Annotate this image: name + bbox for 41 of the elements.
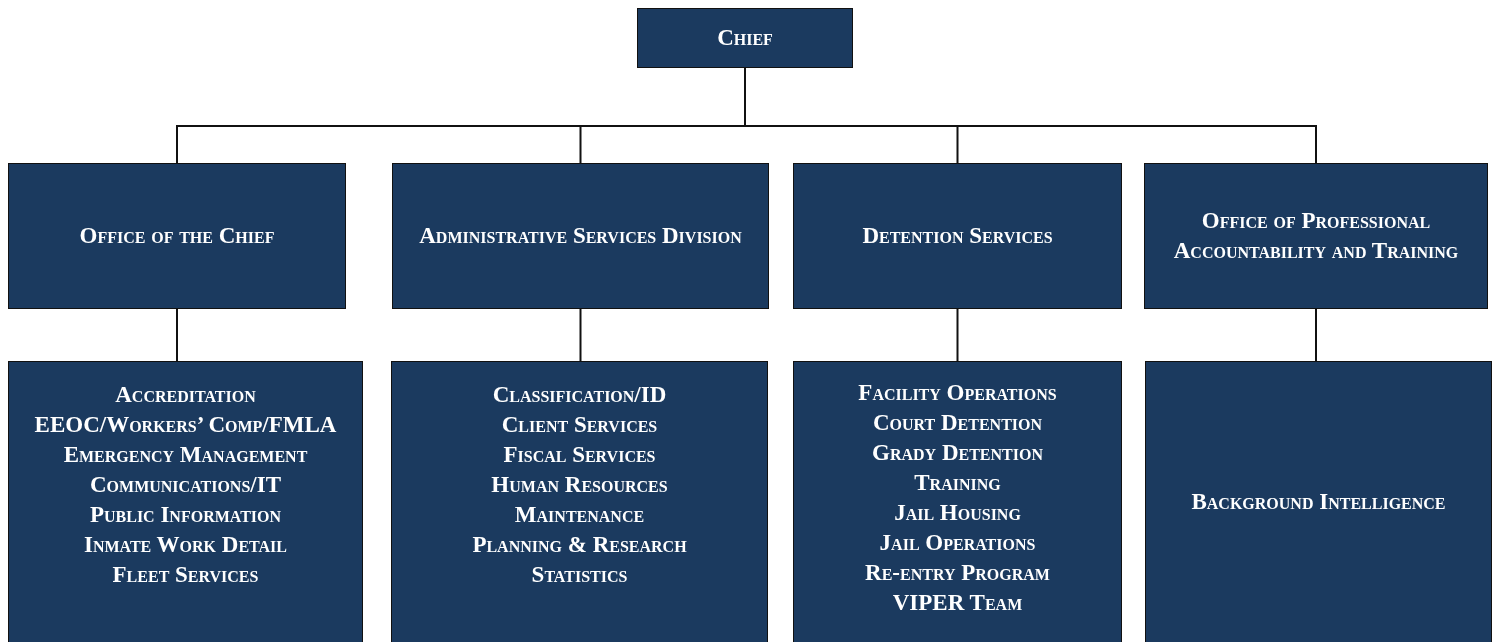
unit-name: Fleet Services [111, 561, 260, 589]
unit-name: Re-entry Program [864, 559, 1051, 587]
unit-name: Emergency Management [62, 441, 309, 469]
unit-name: Statistics [530, 561, 629, 589]
org-box [637, 8, 853, 68]
unit-name: Jail Housing [893, 499, 1022, 527]
unit-name: Jail Operations [878, 529, 1037, 557]
box-title: Background Intelligence [1190, 488, 1447, 516]
connector-line [176, 308, 178, 362]
box-title: Chief [716, 24, 774, 52]
unit-name: EEOC/Workers’ Comp/FMLA [33, 411, 338, 439]
unit-name: Communications/IT [89, 471, 282, 499]
org-box [8, 361, 363, 642]
org-box [1144, 163, 1488, 309]
unit-name: Maintenance [513, 501, 646, 529]
org-box [8, 163, 346, 309]
connector-line [1315, 308, 1317, 362]
org-box [391, 361, 768, 642]
box-title: Administrative Services Division [418, 222, 743, 250]
unit-name: Accreditation [114, 381, 257, 409]
org-box [392, 163, 769, 309]
unit-name: VIPER Team [891, 589, 1024, 617]
unit-name: Grady Detention [871, 439, 1044, 467]
connector-line [956, 308, 959, 362]
org-box [793, 163, 1122, 309]
unit-name: Planning & Research [471, 531, 688, 559]
unit-name: Court Detention [871, 409, 1044, 437]
unit-name: Human Resources [490, 471, 669, 499]
box-title: Office of the Chief [78, 222, 276, 250]
unit-name: Classification/ID [491, 381, 668, 409]
unit-name: Public Information [88, 501, 283, 529]
connector-line [579, 308, 582, 362]
box-title: Office of Professional Accountability and Training [1172, 207, 1460, 265]
unit-name: Client Services [500, 411, 659, 439]
unit-name: Inmate Work Detail [82, 531, 289, 559]
unit-name: Facility Operations [857, 379, 1058, 407]
org-box [793, 361, 1122, 642]
org-box [1145, 361, 1492, 642]
box-title: Detention Services [861, 222, 1054, 250]
unit-name: Fiscal Services [502, 441, 657, 469]
unit-name: Training [913, 469, 1002, 497]
